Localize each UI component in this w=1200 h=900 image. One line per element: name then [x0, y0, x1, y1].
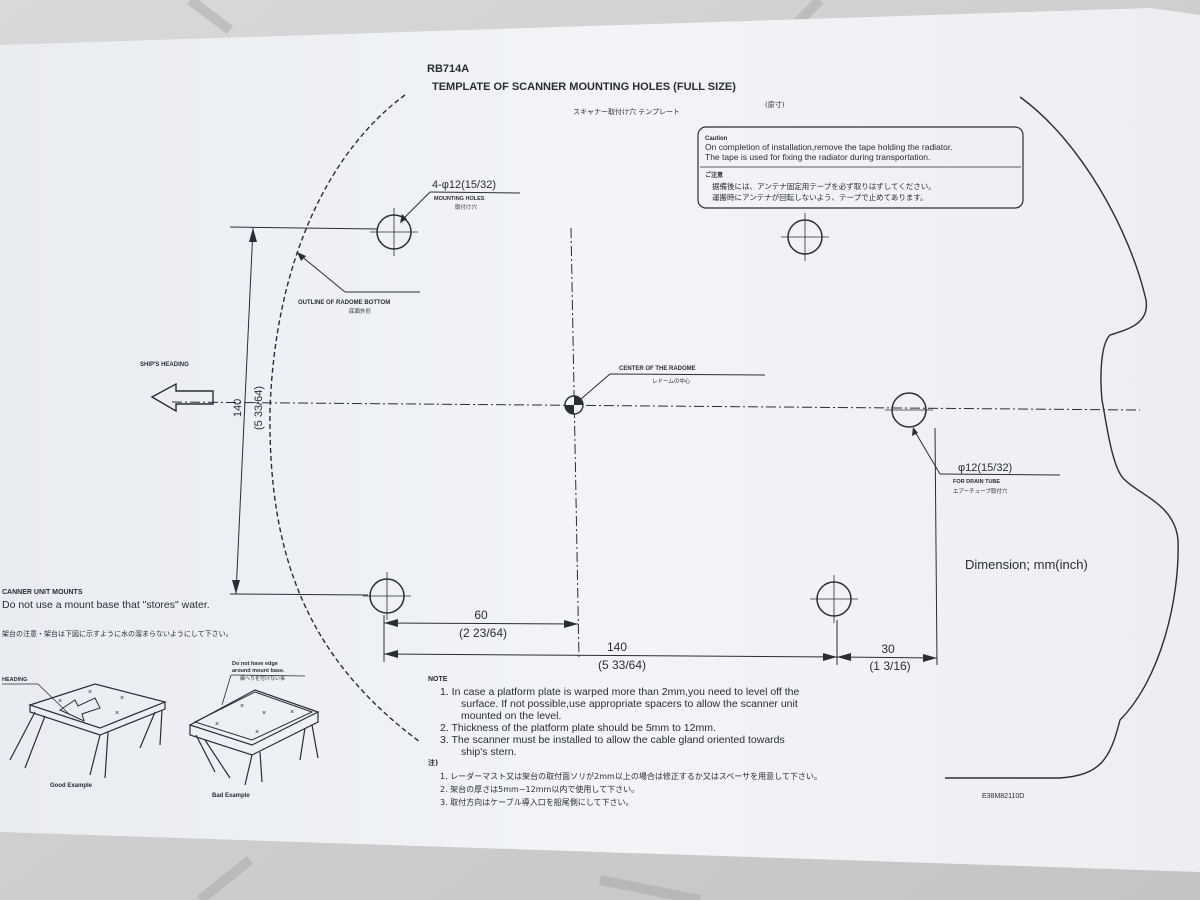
center-label: CENTER OF THE RADOME — [619, 366, 696, 372]
template-title-jp: スキャナー取付け穴 テンプレート — [573, 107, 680, 116]
ships-heading-arrow — [150, 382, 214, 413]
drain-jp: エアーチューブ取付穴 — [953, 487, 1008, 495]
caution-heading-jp: ご注意 — [705, 171, 723, 179]
outline-label: OUTLINE OF RADOME BOTTOM — [298, 300, 390, 306]
svg-text:×: × — [290, 709, 294, 716]
outline-jp: 底面外形 — [349, 307, 372, 315]
radome-outline-right — [945, 96, 1179, 779]
notes-title: NOTE — [428, 676, 448, 683]
svg-text:×: × — [262, 710, 266, 717]
dimension-60-inch: (2 23/64) — [459, 626, 507, 640]
svg-text:×: × — [88, 689, 92, 696]
note-1b: surface. If not possible,use appropriate… — [461, 698, 798, 710]
dimension-30-inch: (1 3/16) — [869, 659, 910, 673]
note-3b: ship's stern. — [461, 746, 517, 758]
document-code: E38M82110D — [982, 793, 1024, 800]
horizontal-centerline — [171, 401, 1141, 411]
svg-text:×: × — [255, 729, 259, 736]
caution-line-2: The tape is used for fixing the radiator… — [705, 152, 930, 162]
svg-text:×: × — [120, 695, 124, 702]
model-number: RB714A — [427, 63, 469, 75]
vertical-dimension: 140 (5 33/64) — [229, 226, 379, 596]
mounting-hole — [781, 213, 829, 261]
mounts-line-1: Do not use a mount base that "stores" wa… — [2, 599, 210, 611]
note-1: 1. In case a platform plate is warped mo… — [440, 686, 799, 698]
bad-example-figure: Do not have edge around mount base. 縁へりを… — [188, 661, 320, 799]
paper-sheet — [0, 8, 1200, 872]
notes-title-jp: 注) — [428, 758, 438, 767]
template-title: TEMPLATE OF SCANNER MOUNTING HOLES (FULL… — [432, 81, 736, 93]
bad-example-label: Bad Example — [212, 793, 250, 799]
caution-line-1: On completion of installation,remove the… — [705, 142, 953, 152]
radome-center-marker — [564, 395, 584, 415]
mounting-holes-jp: 取付け穴 — [455, 203, 478, 211]
vertical-dimension-inch: (5 33/64) — [253, 386, 265, 430]
dimension-units: Dimension; mm(inch) — [965, 557, 1088, 572]
good-example-label: Good Example — [50, 783, 93, 789]
dimension-60: 60 — [474, 608, 488, 622]
drain-sub: FOR DRAIN TUBE — [953, 479, 1000, 485]
note-2: 2. Thickness of the platform plate shoul… — [440, 722, 716, 734]
drain-hole — [885, 392, 933, 428]
horizontal-dimensions: 60 (2 23/64) 140 (5 33/64) 30 (1 3/16) — [383, 427, 938, 673]
note-1c: mounted on the level. — [461, 710, 561, 722]
caution-box: Caution On completion of installation,re… — [697, 126, 1024, 209]
heading-tag: HEADING — [2, 677, 27, 683]
mounting-hole — [370, 208, 418, 256]
center-jp: レドームの中心 — [652, 377, 691, 385]
note-jp-3: 3. 取付方向はケーブル導入口を船尾側にして下さい。 — [440, 797, 633, 807]
dimension-140: 140 — [607, 640, 627, 654]
bad-note-2: around mount base. — [232, 668, 285, 674]
mounting-hole — [363, 572, 411, 620]
mounting-holes-sub: MOUNTING HOLES — [434, 196, 485, 202]
svg-text:×: × — [240, 703, 244, 710]
svg-text:×: × — [58, 698, 62, 705]
template-title-jp-note: (原寸) — [765, 100, 785, 109]
caution-heading: Caution — [705, 136, 728, 142]
note-jp-1: 1. レーダーマスト又は架台の取付面ソリが2mm以上の場合は修正するか又はスペー… — [440, 771, 822, 781]
radome-outline — [269, 94, 421, 743]
note-jp-2: 2. 架台の厚さは5mm~12mm以内で使用して下さい。 — [440, 784, 639, 794]
caution-line-2-jp: 運搬時にアンテナが回転しないよう、テープで止めてあります。 — [712, 192, 928, 202]
mounts-line-jp: 架台の注意・架台は下図に示すように水の溜まらないようにして下さい。 — [2, 629, 233, 638]
bad-note-jp: 縁へりを付けない事 — [240, 675, 285, 682]
mounts-title: CANNER UNIT MOUNTS — [2, 589, 83, 596]
dimension-140-inch: (5 33/64) — [598, 658, 646, 672]
caution-line-1-jp: 据備後には、アンテナ固定用テープを必ず取りはずしてください。 — [712, 181, 936, 191]
notes-section: NOTE 1. In case a platform plate is warp… — [428, 676, 822, 807]
note-3: 3. The scanner must be installed to allo… — [440, 734, 785, 746]
mounting-hole — [810, 575, 858, 623]
mounting-holes-label: 4-φ12(15/32) — [432, 179, 496, 191]
vertical-centerline — [570, 227, 580, 661]
good-example-figure: HEADING × × × × Good Example — [2, 677, 167, 789]
svg-text:×: × — [115, 710, 119, 717]
bad-note-1: Do not have edge — [232, 661, 278, 667]
svg-text:×: × — [215, 721, 219, 728]
scanner-mounts-section: CANNER UNIT MOUNTS Do not use a mount ba… — [2, 589, 320, 799]
drain-label: φ12(15/32) — [958, 462, 1012, 474]
vertical-dimension-value: 140 — [232, 399, 244, 417]
ships-heading-label: SHIP'S HEADING — [140, 362, 189, 368]
dimension-30: 30 — [881, 642, 895, 656]
